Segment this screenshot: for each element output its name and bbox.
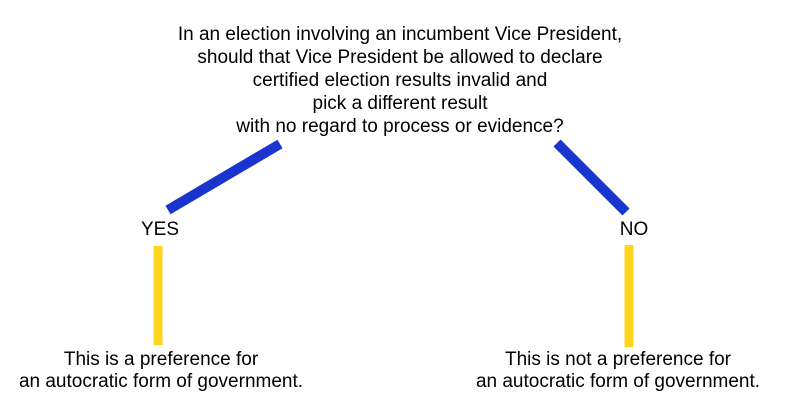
answer-line: an autocratic form of government. (475, 371, 761, 392)
question-line: with no regard to process or evidence? (236, 116, 564, 137)
question-text: In an election involving an incumbent Vi… (0, 23, 800, 138)
answer-line: This is not a preference for (505, 349, 731, 370)
yes-branch-line (165, 139, 283, 215)
yes-answer-text: This is a preference for an autocratic f… (0, 349, 322, 393)
no-branch-line (553, 139, 630, 216)
question-line: In an election involving an incumbent Vi… (177, 24, 623, 45)
no-label: NO (619, 219, 649, 240)
answer-line: an autocratic form of government. (18, 371, 304, 392)
question-line: should that Vice President be allowed to… (197, 47, 603, 68)
yes-label: YES (140, 219, 180, 240)
answer-line: This is a preference for (63, 349, 259, 370)
question-line: pick a different result (312, 93, 488, 114)
question-line: certified election results invalid and (252, 70, 548, 91)
no-answer-text: This is not a preference for an autocrat… (456, 349, 780, 393)
